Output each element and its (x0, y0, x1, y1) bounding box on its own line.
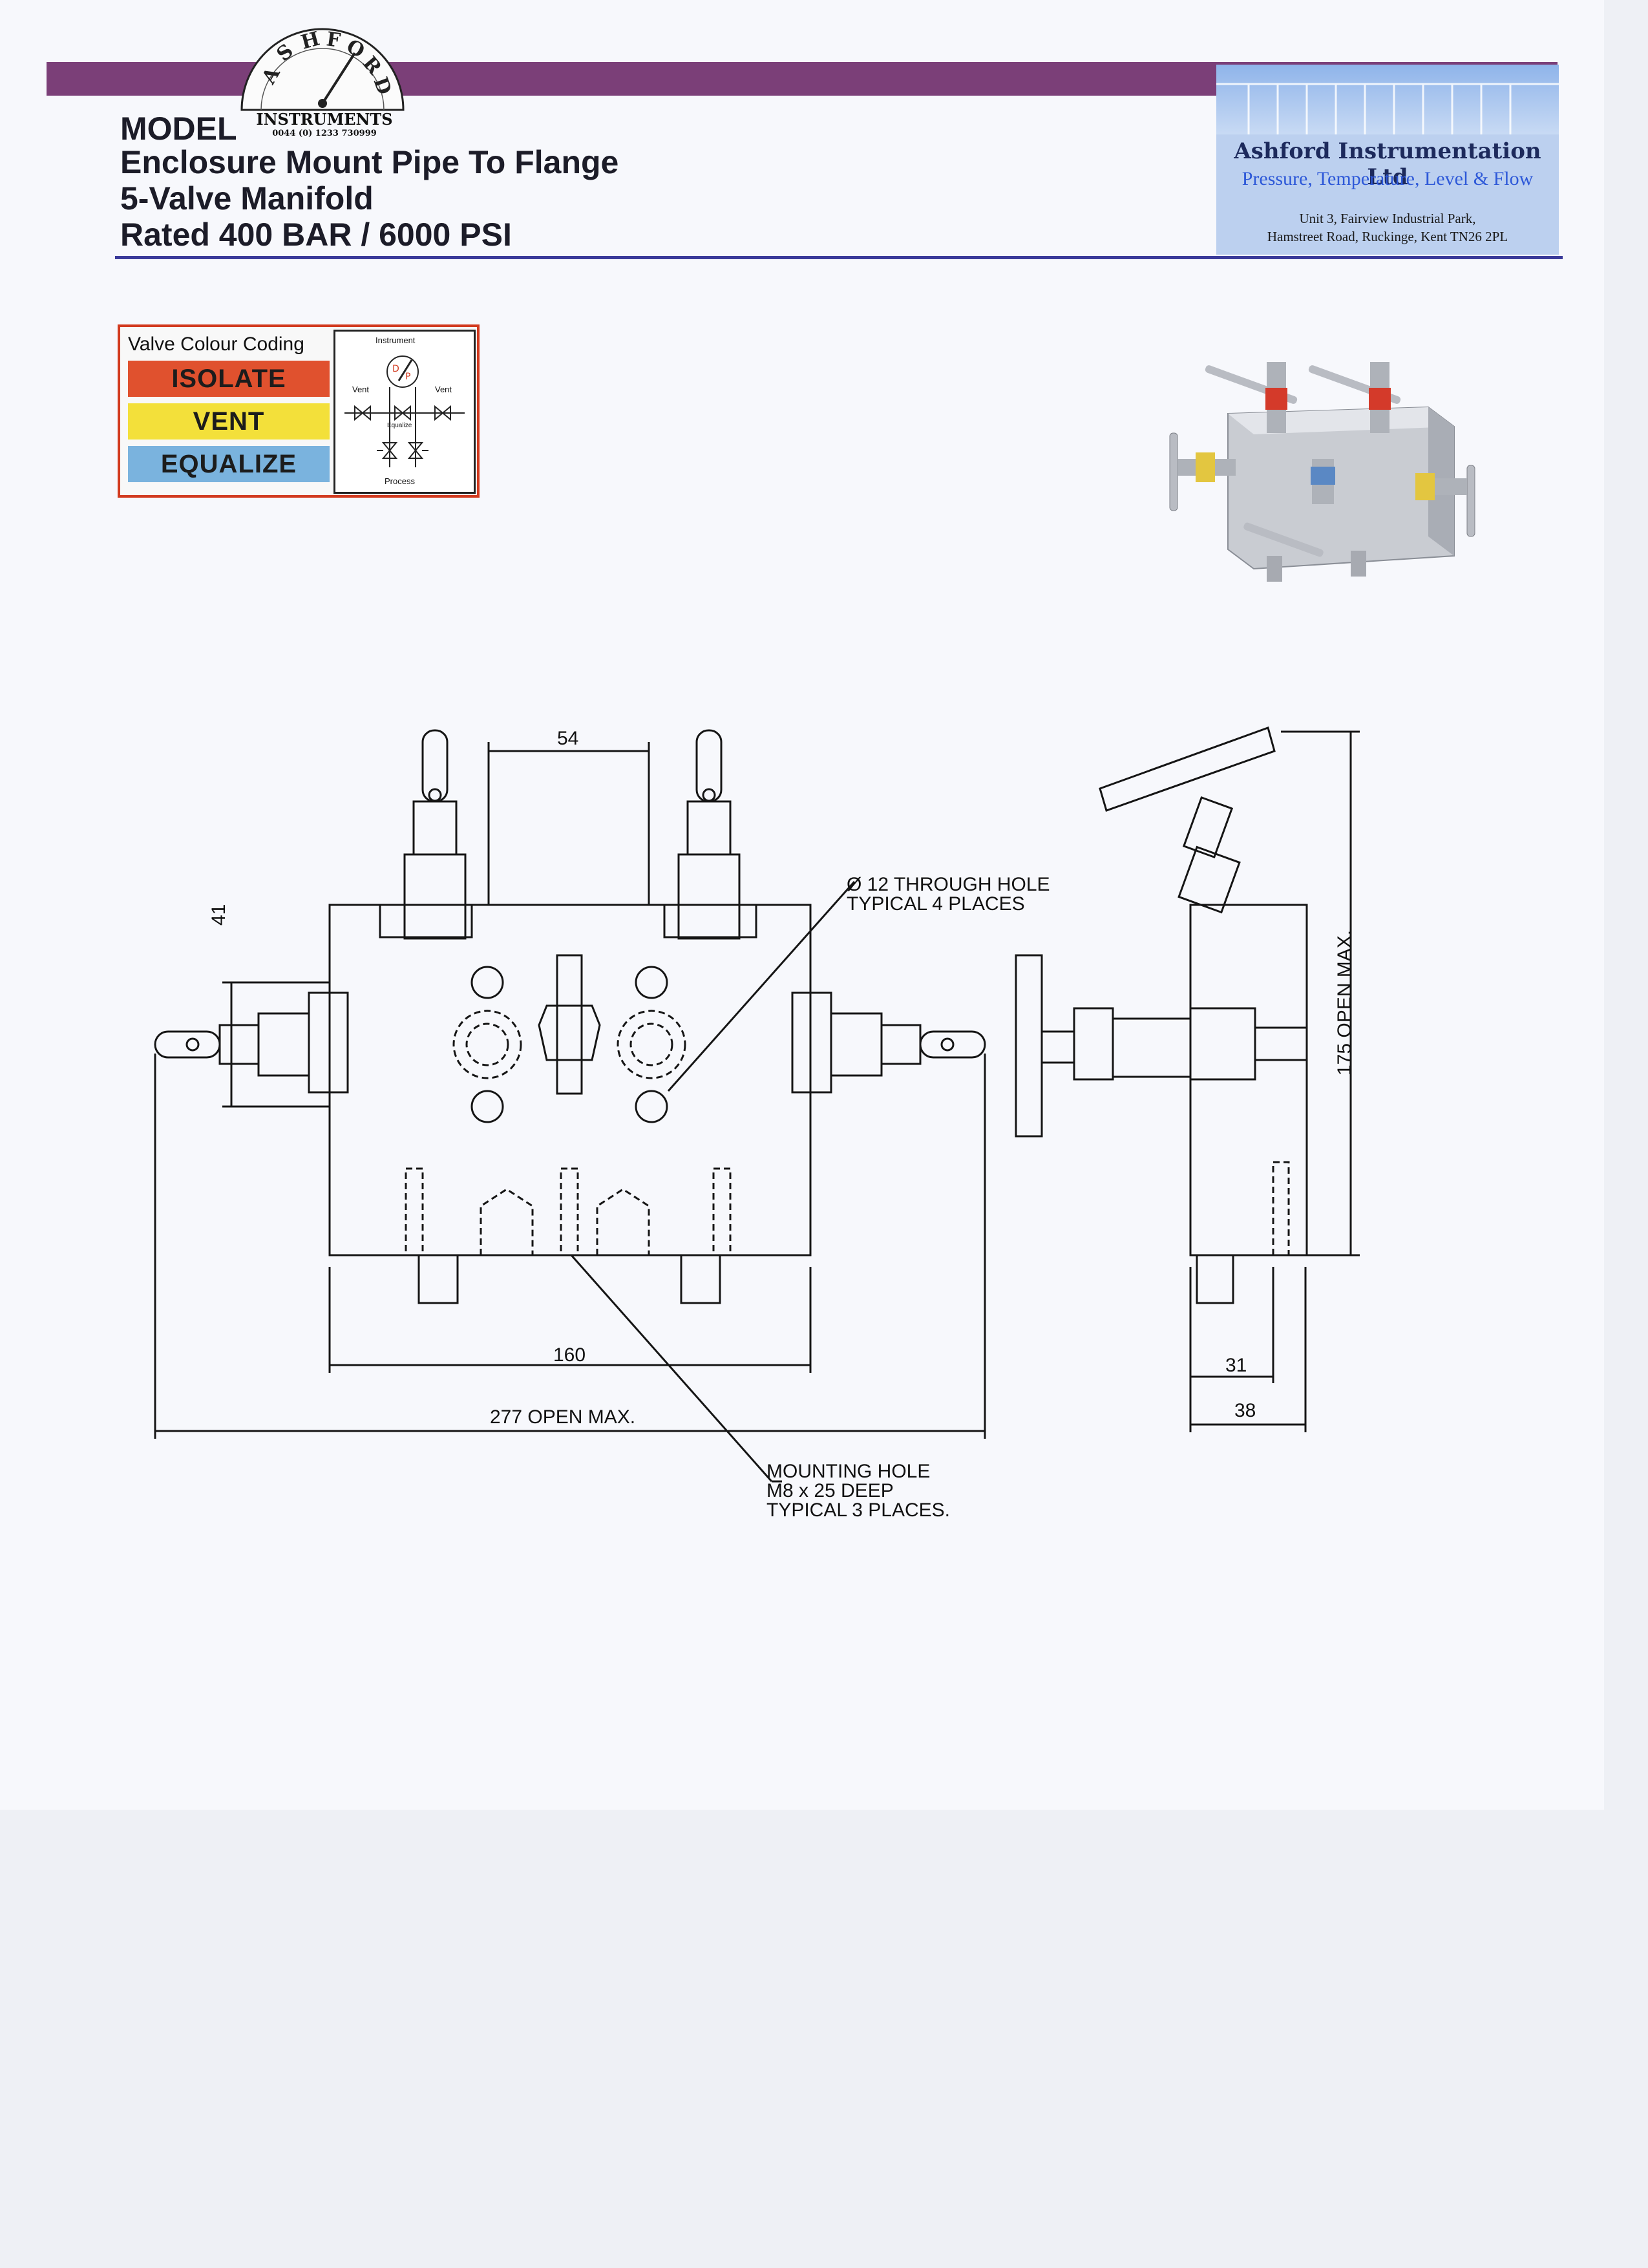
dim-31: 31 (1225, 1355, 1247, 1376)
manifold-schematic: Instrument Vent Vent Equalize Process D … (333, 330, 476, 494)
valve-colour-legend: Valve Colour Coding ISOLATE VENT EQUALIZ… (118, 324, 480, 498)
ashford-logo: A S H F O R D (240, 28, 405, 111)
legend-vent: VENT (128, 403, 330, 440)
title-line-1: Enclosure Mount Pipe To Flange (120, 144, 619, 180)
note-through-hole: Ø 12 THROUGH HOLE TYPICAL 4 PLACES (847, 875, 1050, 914)
logo-letter: F (325, 28, 342, 52)
schematic-label-instrument: Instrument (375, 335, 416, 345)
schematic-label-process: Process (385, 476, 415, 486)
company-name: Ashford Instrumentation Ltd (1234, 138, 1541, 190)
dim-54: 54 (557, 728, 579, 749)
legend-title: Valve Colour Coding (128, 334, 304, 355)
legend-isolate: ISOLATE (128, 361, 330, 397)
company-address-line-1: Unit 3, Fairview Industrial Park, (1299, 211, 1476, 226)
note-mounting-line-3: TYPICAL 3 PLACES. (766, 1500, 951, 1521)
front-body (328, 904, 812, 1256)
title-line-3: Rated 400 BAR / 6000 PSI (120, 217, 512, 253)
schematic-label-vent-left: Vent (352, 385, 370, 394)
dim-160: 160 (553, 1344, 586, 1366)
svg-text:P: P (405, 372, 410, 382)
logo-instruments-text: INSTRUMENTS (256, 110, 393, 129)
logo-phone-text: 0044 (0) 1233 730999 (272, 129, 377, 138)
note-mounting-line-2: M8 x 25 DEEP (766, 1480, 894, 1501)
schematic-drawing: D P (344, 355, 465, 467)
title-line-2: 5-Valve Manifold (120, 180, 374, 217)
svg-text:D: D (392, 364, 399, 374)
note-through-hole-line-1: Ø 12 THROUGH HOLE (847, 874, 1050, 895)
schematic-label-vent-right: Vent (435, 385, 452, 394)
company-address-line-2: Hamstreet Road, Ruckinge, Kent TN26 2PL (1267, 229, 1508, 244)
manifold-photo (1169, 362, 1475, 582)
note-through-hole-line-2: TYPICAL 4 PLACES (847, 893, 1025, 915)
note-mounting-line-1: MOUNTING HOLE (766, 1461, 931, 1482)
company-banner-graphic (1216, 83, 1559, 134)
dim-38: 38 (1234, 1400, 1256, 1421)
company-tagline: Pressure, Temperature, Level & Flow (1241, 168, 1534, 189)
schematic-label-equalize: Equalize (387, 422, 412, 429)
company-block: Ashford Instrumentation Ltd Pressure, Te… (1216, 65, 1559, 255)
model-label: MODEL (120, 111, 237, 147)
legend-equalize: EQUALIZE (128, 446, 330, 482)
header-rule (115, 256, 1563, 259)
logo-subtitle: INSTRUMENTS 0044 (0) 1233 730999 (253, 110, 396, 138)
dim-175: 175 OPEN MAX. (1334, 929, 1355, 1076)
dim-277: 277 OPEN MAX. (490, 1406, 636, 1428)
company-banner (1216, 65, 1559, 134)
dim-41: 41 (208, 904, 229, 926)
note-mounting-hole: MOUNTING HOLE M8 x 25 DEEP TYPICAL 3 PLA… (766, 1462, 950, 1520)
